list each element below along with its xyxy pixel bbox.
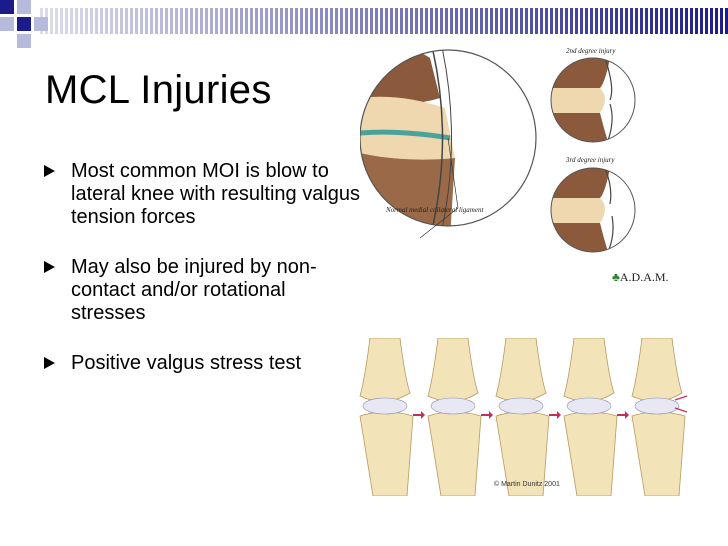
normal-ligament-label: Normal medial collateral ligament (386, 206, 484, 214)
adam-logo: ♣A.D.A.M. (612, 270, 669, 284)
arrow-icon (617, 411, 629, 419)
knee-joint (631, 338, 688, 496)
bullet-arrow-icon (44, 165, 55, 177)
bullet-list: Most common MOI is blow to lateral knee … (44, 160, 364, 402)
second-degree-circle (550, 57, 636, 143)
bullet-arrow-icon (44, 261, 55, 273)
bullet-text: May also be injured by non-contact and/o… (71, 256, 317, 324)
magnified-knee-circle (360, 49, 537, 227)
bullet-item: Most common MOI is blow to lateral knee … (44, 160, 364, 229)
knee-joint (495, 338, 550, 496)
bullet-text: Most common MOI is blow to lateral knee … (71, 160, 361, 228)
bullet-text: Positive valgus stress test (71, 352, 302, 374)
image-credit: © Martin Dunitz 2001 (494, 481, 560, 488)
slide-title: MCL Injuries (45, 68, 272, 112)
knee-ligament-illustration (360, 49, 636, 253)
bullet-arrow-icon (44, 357, 55, 369)
force-arrows (413, 411, 629, 419)
leaf-icon: ♣ (612, 270, 620, 284)
arrow-icon (549, 411, 561, 419)
arrow-icon (413, 411, 425, 419)
knee-joint (427, 338, 482, 496)
knee-sequence-illustration (359, 338, 688, 496)
header-band (0, 0, 728, 44)
third-degree-circle (550, 167, 636, 253)
knee-joint (563, 338, 618, 496)
corner-squares-decoration (0, 0, 60, 50)
second-degree-label: 2nd degree injury (566, 47, 616, 55)
bullet-item: May also be injured by non-contact and/o… (44, 256, 364, 325)
third-degree-label: 3rd degree injury (566, 156, 615, 164)
bullet-item: Positive valgus stress test (44, 352, 364, 375)
knee-joint (359, 338, 414, 496)
arrow-icon (481, 411, 493, 419)
